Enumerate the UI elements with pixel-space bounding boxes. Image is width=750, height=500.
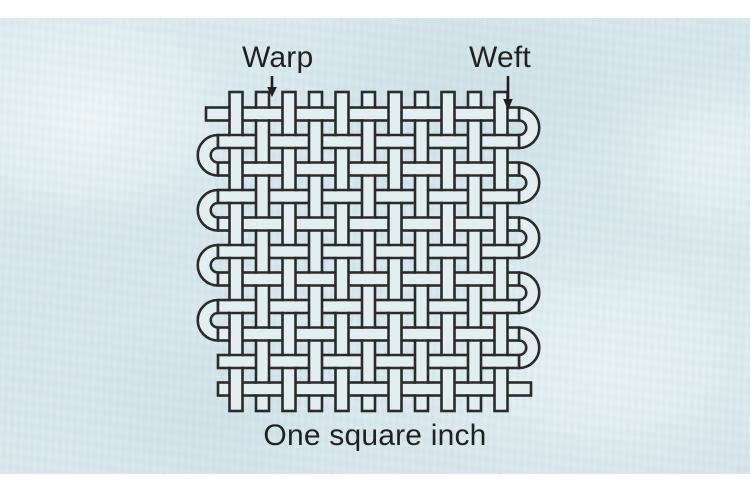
weft-loop-right <box>517 161 541 205</box>
weft-over-patch <box>333 301 351 312</box>
weft-over-patch <box>439 246 457 257</box>
weft-loop-right <box>517 326 541 370</box>
weft-over-patch <box>254 273 271 285</box>
weave-threads <box>196 90 541 413</box>
weft-over-patch <box>386 191 404 202</box>
weft-over-patch <box>254 218 271 230</box>
weft-over-patch <box>333 356 351 367</box>
weft-label: Weft <box>469 41 531 74</box>
weft-over-patch <box>254 328 271 340</box>
weft-over-patch <box>360 218 377 230</box>
weft-loop-right <box>517 106 541 150</box>
weft-over-patch <box>492 301 510 312</box>
weft-over-patch <box>307 108 324 120</box>
weft-over-patch <box>227 136 245 147</box>
weft-over-patch <box>254 383 271 395</box>
weft-over-patch <box>280 356 298 367</box>
weft-over-patch <box>333 191 351 202</box>
weft-over-patch <box>227 191 245 202</box>
weft-loop-left <box>196 243 220 287</box>
weft-over-patch <box>360 273 377 285</box>
caption-one-square-inch: One square inch <box>263 419 487 452</box>
weft-over-patch <box>227 356 245 367</box>
weft-over-patch <box>360 108 377 120</box>
weft-loop-left <box>196 298 220 342</box>
weft-over-patch <box>466 218 483 230</box>
weft-over-patch <box>254 108 271 120</box>
weft-arrow-icon <box>503 76 513 110</box>
weft-over-patch <box>280 246 298 257</box>
weft-over-patch <box>466 273 483 285</box>
warp-arrow-icon <box>267 76 277 97</box>
weft-over-patch <box>413 273 430 285</box>
weft-loop-right <box>517 271 541 315</box>
weft-over-patch <box>439 356 457 367</box>
weft-over-patch <box>492 356 510 367</box>
weft-over-patch <box>227 301 245 312</box>
weft-over-patch <box>439 301 457 312</box>
weft-over-patch <box>386 246 404 257</box>
weft-over-patch <box>439 136 457 147</box>
weft-over-patch <box>254 163 271 175</box>
weft-over-patch <box>466 328 483 340</box>
weft-over-patch <box>439 191 457 202</box>
warp-label: Warp <box>242 41 314 74</box>
weft-loop-left <box>196 133 220 177</box>
weft-over-patch <box>307 383 324 395</box>
weft-over-patch <box>386 301 404 312</box>
weft-over-patch <box>227 246 245 257</box>
weft-over-patch <box>413 108 430 120</box>
weft-over-patch <box>360 383 377 395</box>
weft-over-patch <box>307 328 324 340</box>
weft-loop-right <box>517 216 541 260</box>
weft-loop-left <box>196 188 220 232</box>
weft-over-patch <box>307 163 324 175</box>
weft-over-patch <box>333 246 351 257</box>
weft-over-patch <box>386 136 404 147</box>
weft-over-patch <box>333 136 351 147</box>
weft-over-patch <box>492 191 510 202</box>
weft-over-patch <box>307 273 324 285</box>
weft-over-patch <box>280 191 298 202</box>
weft-over-patch <box>492 136 510 147</box>
weft-over-patch <box>307 218 324 230</box>
weft-over-patch <box>413 383 430 395</box>
weft-over-patch <box>360 328 377 340</box>
weft-over-patch <box>466 383 483 395</box>
weft-over-patch <box>386 356 404 367</box>
weft-over-patch <box>466 108 483 120</box>
weft-over-patch <box>280 301 298 312</box>
weft-over-patch <box>413 218 430 230</box>
weft-over-patch <box>492 246 510 257</box>
weft-over-patch <box>466 163 483 175</box>
weft-over-patch <box>413 328 430 340</box>
weft-over-patch <box>280 136 298 147</box>
weft-over-patch <box>413 163 430 175</box>
weft-over-patch <box>360 163 377 175</box>
